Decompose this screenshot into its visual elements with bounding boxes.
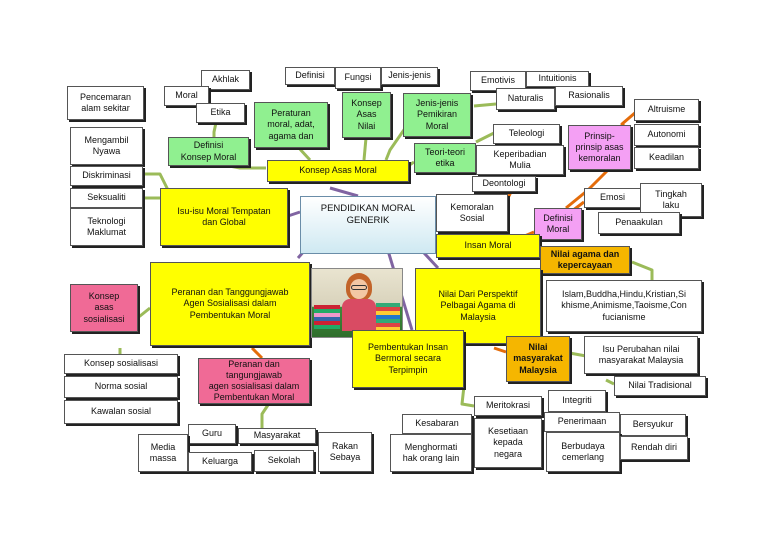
link-nilai-masyarakat xyxy=(493,346,507,354)
link-meritokrasi-pembentukan xyxy=(460,385,475,408)
node-definisi: Definisi xyxy=(285,67,335,85)
node-penaakulan: Penaakulan xyxy=(598,212,680,234)
photo-child-reading xyxy=(311,268,403,338)
node-insan-moral: Insan Moral xyxy=(436,234,540,258)
link-peraturan-moral xyxy=(296,145,312,162)
node-intuitionis: Intuitionis xyxy=(526,71,589,87)
node-guru: Guru xyxy=(188,424,236,444)
node-nilai-tradisional: Nilai Tradisional xyxy=(614,376,706,396)
spoke-konsep-asas xyxy=(329,186,359,198)
node-teleologi: Teleologi xyxy=(493,124,560,144)
node-penerimaan: Penerimaan xyxy=(544,412,620,432)
link-nilai-trad xyxy=(605,378,615,386)
node-kesabaran: Kesabaran xyxy=(402,414,472,434)
link-jenis-moral xyxy=(384,123,410,161)
link-nilai-agama-islam xyxy=(631,260,654,282)
node-moral: Moral xyxy=(164,86,209,106)
node-rasionalis: Rasionalis xyxy=(555,86,623,106)
node-diskriminasi: Diskriminasi xyxy=(70,166,143,186)
node-norma-sosial: Norma sosial xyxy=(64,376,178,398)
node-kawalan-sosial: Kawalan sosial xyxy=(64,400,178,424)
node-deontologi: Deontologi xyxy=(472,176,536,192)
node-meritokrasi: Meritokrasi xyxy=(474,396,542,416)
link-konsepnilai-moral xyxy=(362,137,368,161)
node-naturalis: Naturalis xyxy=(496,88,555,110)
node-rendah-diri: Rendah diri xyxy=(620,436,688,460)
node-keadilan: Keadilan xyxy=(634,147,699,169)
link-diskriminasi-isu xyxy=(142,172,172,195)
node-fungsi: Fungsi xyxy=(335,67,381,89)
node-sekolah: Sekolah xyxy=(254,450,314,472)
node-masyarakat: Masyarakat xyxy=(238,428,316,444)
node-konsep-sosialisasi: Konsep sosialisasi xyxy=(64,354,178,374)
node-integriti: Integriti xyxy=(548,390,606,412)
node-etika: Etika xyxy=(196,103,245,123)
spoke-isu xyxy=(287,210,301,218)
link-naturalis-jenis xyxy=(473,102,497,108)
node-jenis-jenis: Jenis-jenis xyxy=(381,67,438,85)
node-keluarga: Keluarga xyxy=(188,452,252,472)
node-emosi: Emosi xyxy=(584,188,641,208)
node-altruisme: Altruisme xyxy=(634,99,699,121)
node-seksualiti: Seksualiti xyxy=(70,188,143,208)
link-teori-moral xyxy=(407,160,415,168)
link-peranan-tangung xyxy=(250,346,264,360)
node-bersyukur: Bersyukur xyxy=(620,414,686,436)
node-akhlak: Akhlak xyxy=(201,70,250,90)
node-autonomi: Autonomi xyxy=(634,124,699,146)
link-teleologi-teori xyxy=(475,130,497,144)
node-konsep-asas-moral: Konsep Asas Moral xyxy=(267,160,409,182)
link-masyarakat-peranan xyxy=(260,401,272,428)
